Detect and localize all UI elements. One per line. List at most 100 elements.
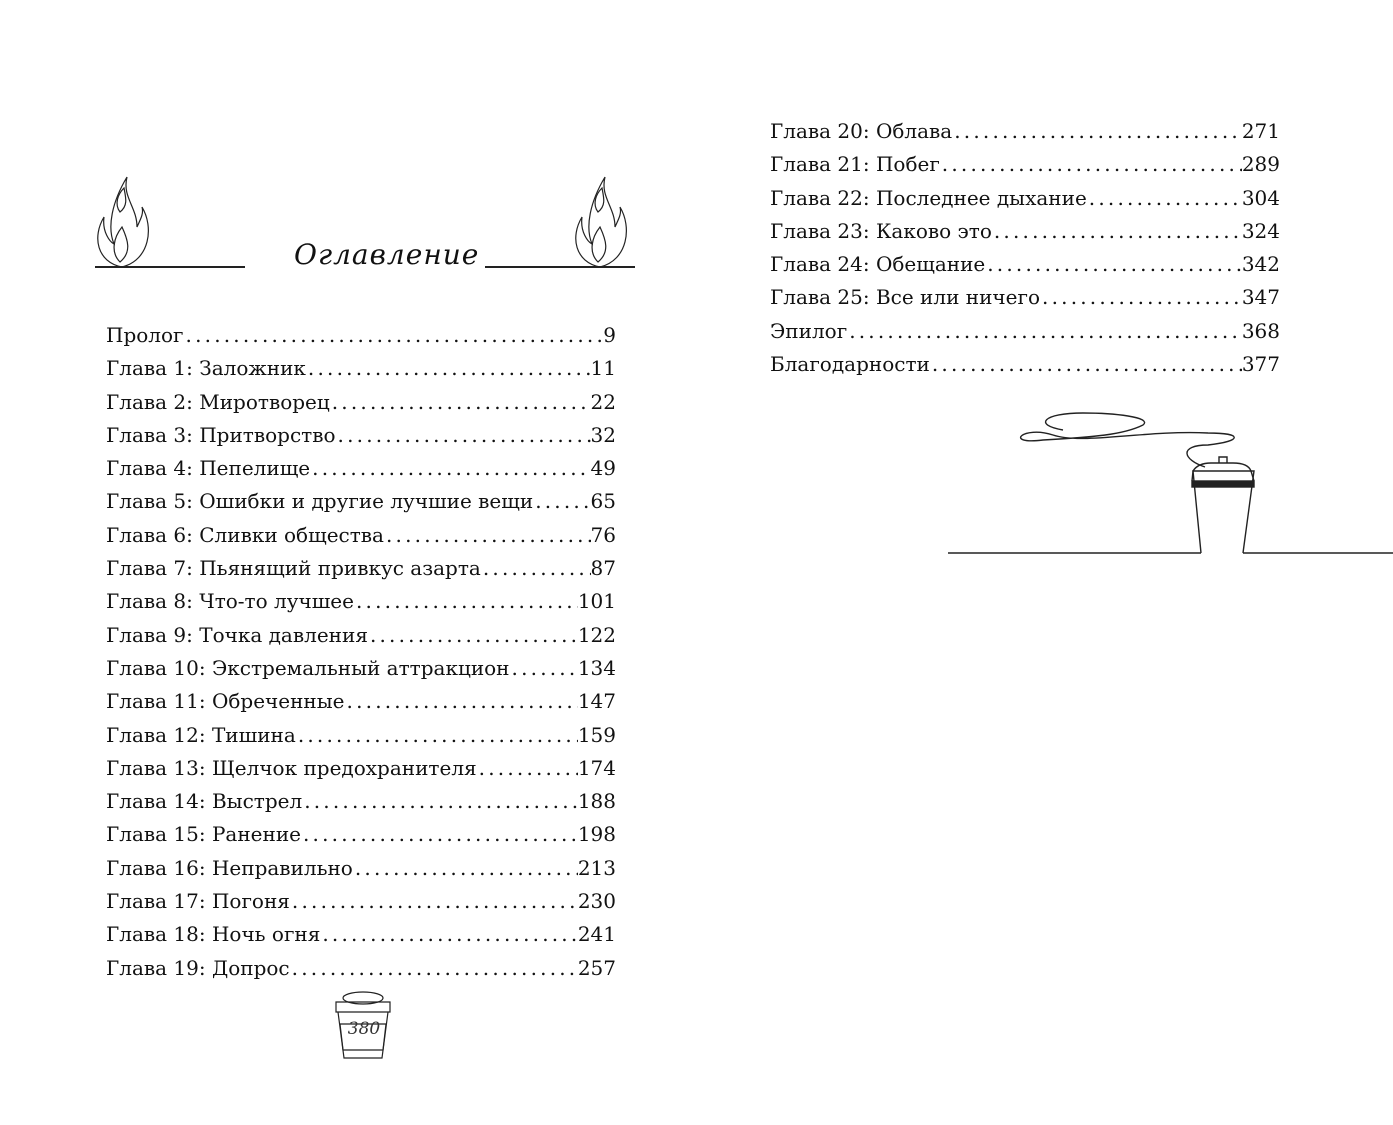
- toc-entry-title: Глава 16: Неправильно: [106, 855, 353, 880]
- dot-leader: [847, 315, 1242, 348]
- toc-entry-title: Глава 5: Ошибки и другие лучшие вещи: [106, 489, 534, 514]
- toc-entry-page: 347: [1241, 285, 1280, 310]
- dot-leader: [302, 785, 578, 818]
- dot-leader: [290, 885, 578, 918]
- toc-entry-page: 122: [577, 622, 616, 647]
- toc-entry[interactable]: Глава 12: Тишина 159: [106, 719, 616, 752]
- dot-leader: [1087, 182, 1242, 215]
- toc-entry[interactable]: Глава 3: Притворство32: [106, 419, 616, 452]
- toc-entry[interactable]: Глава 4: Пепелище49: [106, 452, 616, 485]
- dot-leader: [336, 419, 591, 452]
- dot-leader: [384, 519, 591, 552]
- page-title: Оглавление: [294, 238, 480, 271]
- toc-entry[interactable]: Глава 6: Сливки общества 76: [106, 519, 616, 552]
- flame-icon-left: [97, 176, 149, 268]
- dot-leader: [310, 452, 590, 485]
- toc-entry-title: Пролог: [106, 323, 184, 347]
- toc-entry-page: 159: [577, 722, 616, 747]
- toc-entry[interactable]: Благодарности377: [770, 348, 1280, 381]
- toc-entry[interactable]: Глава 5: Ошибки и другие лучшие вещи65: [106, 485, 616, 518]
- toc-entry-page: 324: [1241, 218, 1280, 243]
- dot-leader: [306, 352, 591, 385]
- toc-entry[interactable]: Глава 17: Погоня 230: [106, 885, 616, 918]
- dot-leader: [296, 719, 578, 752]
- toc-entry[interactable]: Глава 23: Каково это324: [770, 215, 1280, 248]
- toc-entry-page: 213: [577, 855, 616, 880]
- toc-entry[interactable]: Глава 25: Все или ничего347: [770, 281, 1280, 314]
- dot-leader: [368, 619, 578, 652]
- toc-entry-title: Глава 24: Обещание: [770, 252, 986, 277]
- toc-entry[interactable]: Пролог 9: [106, 319, 616, 352]
- toc-entry-title: Глава 14: Выстрел: [106, 789, 303, 814]
- toc-entry-title: Глава 4: Пепелище: [106, 456, 311, 481]
- toc-entry-page: 11: [590, 356, 616, 381]
- toc-entry-page: 76: [590, 522, 616, 547]
- toc-entry[interactable]: Глава 11: Обреченные147: [106, 685, 616, 718]
- toc-entry-page: 368: [1241, 318, 1280, 343]
- toc-entry-title: Эпилог: [770, 318, 848, 343]
- toc-entry-page: 174: [577, 755, 616, 780]
- toc-entry-page: 9: [603, 323, 616, 347]
- toc-entry-title: Глава 8: Что-то лучшее: [106, 589, 354, 614]
- toc-entry-page: 257: [577, 955, 616, 980]
- toc-entry[interactable]: Глава 2: Миротворец22: [106, 386, 616, 419]
- toc-entry-page: 230: [577, 889, 616, 914]
- dot-leader: [940, 148, 1242, 181]
- toc-right-column: Глава 20: Облава271Глава 21: Побег289Гла…: [770, 115, 1280, 381]
- toc-entry-page: 134: [577, 655, 616, 680]
- dot-leader: [477, 752, 578, 785]
- dot-leader: [481, 552, 591, 585]
- toc-entry-title: Глава 6: Сливки общества: [106, 522, 384, 547]
- toc-entry-title: Глава 2: Миротворец: [106, 389, 330, 414]
- toc-entry[interactable]: Глава 8: Что-то лучшее 101: [106, 585, 616, 618]
- toc-entry[interactable]: Глава 13: Щелчок предохранителя 174: [106, 752, 616, 785]
- toc-entry-page: 289: [1241, 152, 1280, 177]
- toc-entry-title: Глава 1: Заложник: [106, 356, 306, 381]
- toc-entry-page: 377: [1241, 352, 1280, 377]
- toc-entry[interactable]: Глава 21: Побег289: [770, 148, 1280, 181]
- toc-entry[interactable]: Глава 20: Облава 271: [770, 115, 1280, 148]
- toc-entry[interactable]: Глава 9: Точка давления 122: [106, 619, 616, 652]
- toc-entry-page: 32: [590, 422, 616, 447]
- dot-leader: [985, 248, 1242, 281]
- dot-leader: [184, 319, 604, 352]
- toc-entry-title: Глава 17: Погоня: [106, 889, 290, 914]
- dot-leader: [301, 818, 578, 851]
- toc-entry[interactable]: Эпилог 368: [770, 315, 1280, 348]
- coffee-cup-steam-illustration: [948, 412, 1393, 554]
- coffee-cup-page-icon: [335, 991, 391, 1059]
- toc-entry-title: Глава 18: Ночь огня: [106, 922, 321, 947]
- toc-entry[interactable]: Глава 7: Пьянящий привкус азарта87: [106, 552, 616, 585]
- toc-entry[interactable]: Глава 16: Неправильно 213: [106, 852, 616, 885]
- toc-entry-page: 198: [577, 822, 616, 847]
- toc-entry[interactable]: Глава 15: Ранение198: [106, 818, 616, 851]
- dot-leader: [290, 952, 578, 985]
- toc-entry-title: Глава 9: Точка давления: [106, 622, 368, 647]
- toc-entry[interactable]: Глава 14: Выстрел188: [106, 785, 616, 818]
- toc-entry-title: Глава 20: Облава: [770, 119, 953, 143]
- dot-leader: [354, 585, 578, 618]
- toc-entry-title: Глава 19: Допрос: [106, 955, 290, 980]
- toc-entry[interactable]: Глава 22: Последнее дыхание304: [770, 182, 1280, 215]
- toc-entry-title: Глава 13: Щелчок предохранителя: [106, 755, 477, 780]
- toc-entry[interactable]: Глава 18: Ночь огня241: [106, 918, 616, 951]
- toc-entry-title: Глава 7: Пьянящий привкус азарта: [106, 556, 481, 581]
- dot-leader: [330, 386, 591, 419]
- dot-leader: [1040, 281, 1242, 314]
- flame-icon-right: [575, 176, 627, 268]
- toc-entry-page: 271: [1241, 119, 1280, 143]
- toc-entry[interactable]: Глава 19: Допрос 257: [106, 952, 616, 985]
- rule-left: [95, 266, 245, 268]
- toc-entry-page: 147: [577, 689, 616, 714]
- toc-entry-page: 304: [1241, 185, 1280, 210]
- toc-entry-title: Глава 12: Тишина: [106, 722, 296, 747]
- dot-leader: [992, 215, 1242, 248]
- toc-entry-page: 342: [1241, 252, 1280, 277]
- toc-entry[interactable]: Глава 24: Обещание 342: [770, 248, 1280, 281]
- dot-leader: [510, 652, 578, 685]
- toc-entry[interactable]: Глава 10: Экстремальный аттракцион134: [106, 652, 616, 685]
- toc-entry[interactable]: Глава 1: Заложник 11: [106, 352, 616, 385]
- toc-entry-page: 101: [577, 589, 616, 614]
- dot-leader: [320, 918, 577, 951]
